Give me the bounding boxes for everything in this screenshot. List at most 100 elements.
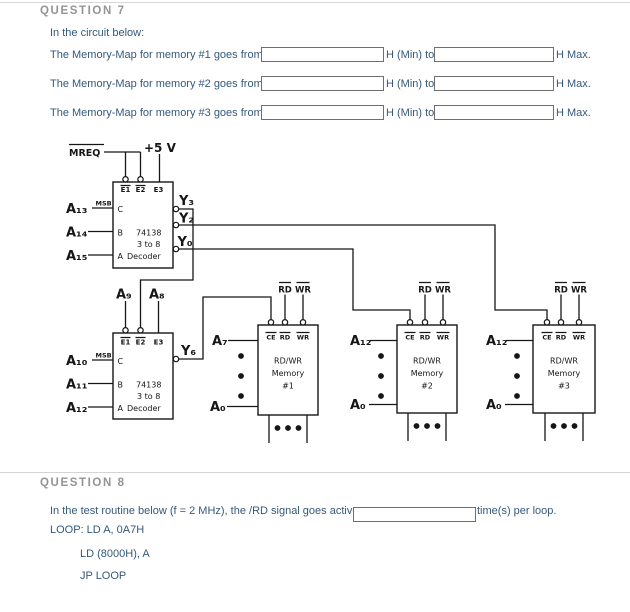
memory2-addr-dot <box>378 373 384 379</box>
vcc-label: +5 V <box>144 141 177 155</box>
memory3-title-2: Memory <box>548 369 581 378</box>
decoder1-e3-label: E3 <box>154 186 164 194</box>
memory3-addr-dot <box>514 373 520 379</box>
question7-header: QUESTION 7 <box>40 5 126 17</box>
memory1-addr-dot <box>238 373 244 379</box>
q8-times-input[interactable] <box>353 507 476 522</box>
memory3-title-1: RD/WR <box>550 357 578 366</box>
memory2-title-3: #2 <box>421 382 433 391</box>
memory3-a12-label: A₁₂ <box>486 334 507 349</box>
decoder2-chip-type: 3 to 8 <box>137 392 160 401</box>
memory2-data-dot <box>413 423 420 429</box>
decoder1-address-lines <box>88 207 113 256</box>
memory1-wr-bubble <box>299 318 307 326</box>
memory3-a0-label: A₀ <box>486 398 502 413</box>
y2-label: Y₂ <box>178 212 194 227</box>
q7-mem2-max-input[interactable] <box>434 76 554 91</box>
row1-prefix-label: The Memory-Map for memory #1 goes from <box>50 49 263 61</box>
memory1-ce-pin-label: CE <box>266 334 275 342</box>
memory2-ce-pin-label: CE <box>405 334 414 342</box>
memory3-data-dot <box>561 423 567 429</box>
decoder2-msb-label: MSB <box>96 352 112 360</box>
row3-prefix-label: The Memory-Map for memory #3 goes from <box>50 107 263 119</box>
y2-bubble <box>172 221 180 229</box>
memory3-addr-dot <box>514 393 520 399</box>
decoder2-pin-b: B <box>118 381 124 390</box>
decoder2-pin-a: A <box>118 404 124 413</box>
y3-net <box>139 208 194 328</box>
q7-mem3-min-input[interactable] <box>261 105 384 120</box>
memory1-addr-dot <box>238 353 244 359</box>
memory1-a0-label: A₀ <box>210 400 226 415</box>
memory2-data-dot <box>424 423 430 429</box>
memory3-box <box>532 324 596 414</box>
decoder1-e1-label: E1 <box>121 186 131 194</box>
decoder1-e2-bubble <box>137 176 144 183</box>
memory2-rd-bus-label: RD <box>418 286 432 296</box>
question8-header: QUESTION 8 <box>40 477 126 489</box>
memory3-addr-dot <box>514 353 520 359</box>
memory2-rd-bubble <box>421 318 429 326</box>
memory1-rd-pin-label: RD <box>280 334 291 342</box>
y0-net <box>178 248 411 320</box>
decoder2-e1-label: E1 <box>121 339 131 347</box>
q8-code-line-3: JP LOOP <box>80 570 127 582</box>
y0-bubble <box>172 245 180 253</box>
memory2-ce-bubble <box>406 318 414 326</box>
memory1-rd-bus-label: RD <box>278 286 292 296</box>
memory1-title-3: #1 <box>282 382 294 391</box>
memory1-ce-bubble <box>267 318 275 326</box>
memory3-lines <box>505 294 584 441</box>
y0-label: Y₀ <box>177 235 193 250</box>
y6-net <box>178 296 272 360</box>
decoder2-e2-label: E2 <box>136 339 146 347</box>
q8-code-line-1: LOOP: LD A, 0A7H <box>50 524 145 536</box>
top-divider <box>0 2 630 3</box>
decoder1-e2-label: E2 <box>136 186 146 194</box>
decoder2-e1-bubble <box>122 326 129 334</box>
memory3-data-dot <box>550 423 557 429</box>
memory2-wr-bubble <box>439 318 447 326</box>
memory2-addr-dot <box>378 353 384 359</box>
memory1-lines <box>227 294 308 443</box>
mreq-wire <box>104 151 142 177</box>
row1-mid-label: H (Min) to <box>386 49 435 61</box>
a12-label: A₁₂ <box>66 401 87 416</box>
memory1-data-dot <box>274 425 281 431</box>
decoder1-msb-label: MSB <box>96 200 112 208</box>
memory1-wr-pin-label: WR <box>297 334 309 342</box>
row2-prefix-label: The Memory-Map for memory #2 goes from <box>50 78 263 90</box>
decoder1-pin-b: B <box>118 229 124 238</box>
y3-bubble <box>172 205 180 213</box>
a11-label: A₁₁ <box>66 378 87 393</box>
question-divider <box>0 472 630 473</box>
q7-mem3-max-input[interactable] <box>434 105 554 120</box>
y2-net <box>178 224 548 320</box>
q7-mem1-min-input[interactable] <box>261 47 384 62</box>
memory1-addr-dot <box>238 393 244 399</box>
memory3-wr-bus-label: WR <box>571 286 587 296</box>
memory2-title-2: Memory <box>411 369 444 378</box>
decoder1-chip-name: Decoder <box>127 252 161 261</box>
memory1-rd-bubble <box>281 318 289 326</box>
memory1-title-2: Memory <box>272 369 305 378</box>
memory3-ce-pin-label: CE <box>542 334 551 342</box>
q7-mem2-min-input[interactable] <box>261 76 384 91</box>
memory2-rd-pin-label: RD <box>420 334 431 342</box>
memory1-a7-label: A₇ <box>212 334 228 349</box>
memory1-data-dot <box>285 425 291 431</box>
decoder2-pin-c: C <box>118 357 124 366</box>
row1-suffix-label: H Max. <box>556 49 591 61</box>
a14-label: A₁₄ <box>66 226 88 241</box>
q7-mem1-max-input[interactable] <box>434 47 554 62</box>
memory2-data-dot <box>434 423 441 429</box>
memory-map-row-3: The Memory-Map for memory #3 goes from H… <box>0 104 630 122</box>
memory3-data-dot <box>571 423 578 429</box>
memory3-rd-bubble <box>557 318 565 326</box>
memory3-rd-bus-label: RD <box>554 286 568 296</box>
memory2-box <box>396 324 458 414</box>
question7-intro: In the circuit below: <box>50 27 145 39</box>
a10-label: A₁₀ <box>66 354 88 369</box>
memory1-title-1: RD/WR <box>274 357 302 366</box>
a8-label: A₈ <box>149 288 165 303</box>
